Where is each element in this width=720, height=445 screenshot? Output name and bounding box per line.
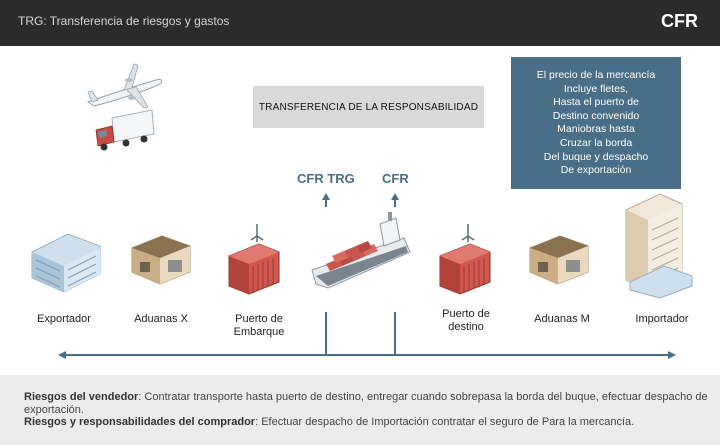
- marker-cfr-arrow-icon: [391, 193, 399, 200]
- price-line: Cruzar la borda: [559, 136, 633, 149]
- station-label-line: destino: [448, 321, 484, 333]
- marker-cfr-trg: CFR TRG: [297, 171, 355, 186]
- seller-risks: Riesgos del vendedor: Contratar transpor…: [24, 391, 720, 416]
- office-building-icon: [31, 233, 101, 293]
- customs-warehouse-icon: [529, 235, 589, 285]
- station-label-line: Puerto de: [235, 313, 283, 325]
- station-label-line: Embarque: [233, 326, 285, 338]
- marker-cfr-trg-stem: [325, 198, 327, 207]
- price-line: Del buque y despacho: [543, 150, 649, 163]
- price-line: De exportación: [560, 164, 632, 177]
- station-label-exportador: Exportador: [37, 313, 91, 325]
- responsibility-transfer-box: TRANSFERENCIA DE LA RESPONSABILIDAD: [253, 86, 484, 128]
- price-line: Destino convenido: [552, 109, 640, 122]
- price-description-box: El precio de la mercancía Incluye fletes…: [511, 57, 681, 189]
- station-label-aduanas-x: Aduanas X: [134, 313, 188, 325]
- station-label-puerto-destino: Puerto de destino: [442, 308, 490, 334]
- station-label-aduanas-m: Aduanas M: [534, 313, 590, 325]
- price-line: Hasta el puerto de: [553, 96, 639, 109]
- station-label-line: Puerto de: [442, 308, 490, 320]
- customs-warehouse-icon: [131, 235, 191, 285]
- station-label-puerto-embarque: Puerto de Embarque: [234, 313, 285, 339]
- header-bar: TRG: Transferencia de riesgos y gastos C…: [0, 0, 720, 46]
- shipping-container-icon: [228, 224, 280, 295]
- price-line: Maniobras hasta: [557, 123, 635, 136]
- marker-cfr-trg-arrow-icon: [322, 193, 330, 200]
- cargo-ship-icon: [311, 212, 411, 289]
- truck-icon: [95, 109, 155, 151]
- price-line: El precio de la mercancía: [536, 69, 656, 81]
- timeline-left-arrow-icon: [58, 351, 66, 359]
- seller-risks-label: Riesgos del vendedor: [24, 391, 139, 403]
- timeline-marker-cfr-trg: [325, 312, 327, 355]
- marker-cfr-stem: [394, 198, 396, 207]
- shipping-container-icon: [439, 224, 491, 295]
- seller-risks-text: : Contratar transporte hasta puerto de d…: [24, 391, 708, 416]
- airplane-icon: [86, 63, 163, 109]
- incoterm-code: CFR: [661, 11, 698, 31]
- station-label-importador: Importador: [635, 313, 689, 325]
- tower-building-icon: [625, 193, 693, 299]
- timeline-marker-cfr: [394, 312, 396, 355]
- buyer-risks-text: : Efectuar despacho de Importación contr…: [255, 416, 635, 428]
- buyer-risks: Riesgos y responsabilidades del comprado…: [24, 416, 720, 429]
- timeline-line: [62, 354, 668, 356]
- header-title: TRG: Transferencia de riesgos y gastos: [18, 14, 230, 28]
- timeline-right-arrow-icon: [668, 351, 676, 359]
- buyer-risks-label: Riesgos y responsabilidades del comprado…: [24, 416, 256, 428]
- marker-cfr: CFR: [382, 171, 409, 186]
- price-line: Incluye fletes,: [563, 82, 629, 95]
- footer-notes: Riesgos del vendedor: Contratar transpor…: [0, 375, 720, 445]
